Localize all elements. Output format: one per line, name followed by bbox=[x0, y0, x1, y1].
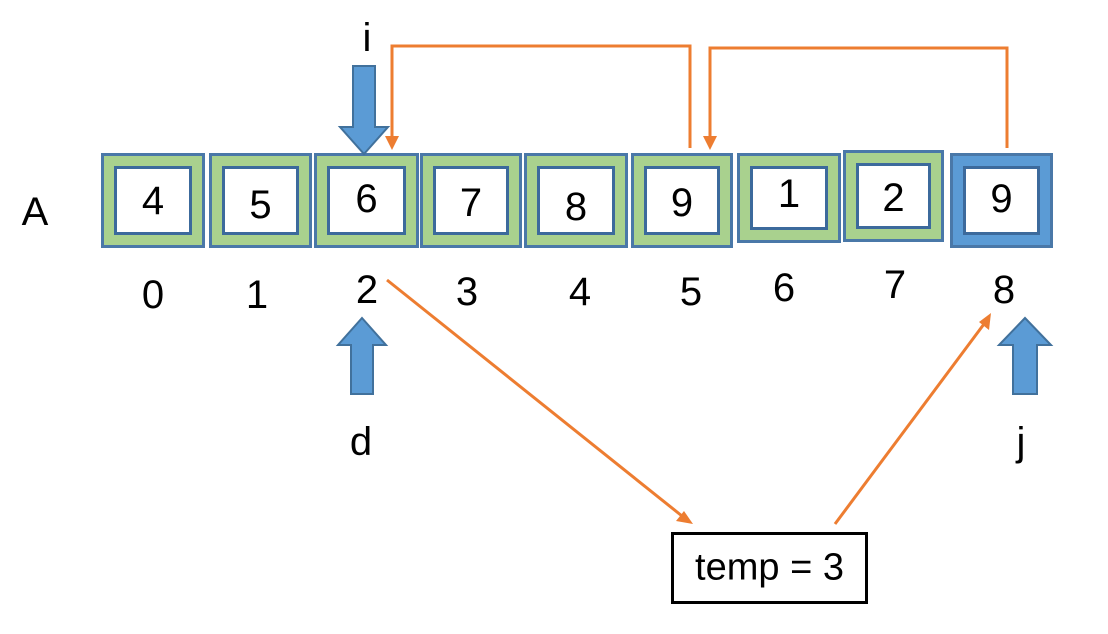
array-cell-value: 1 bbox=[777, 172, 801, 216]
index-label: 0 bbox=[141, 273, 165, 317]
index-label: 4 bbox=[568, 270, 592, 314]
index-label: 5 bbox=[679, 270, 703, 314]
arrow-from-temp bbox=[833, 323, 986, 525]
array-cell-value: 5 bbox=[249, 182, 272, 227]
array-cell-inner bbox=[644, 166, 720, 235]
arrow-to-temp-head bbox=[676, 511, 693, 524]
array-cell-inner bbox=[537, 166, 615, 235]
index-label: 8 bbox=[992, 268, 1016, 312]
shift-arrow-8-to-5 bbox=[708, 46, 1009, 148]
pointer-j-arrow bbox=[996, 316, 1054, 395]
array-cell: 7 bbox=[420, 153, 522, 248]
pointer-i-label: i bbox=[362, 16, 372, 60]
arrow-to-temp bbox=[386, 278, 683, 518]
index-label: 2 bbox=[355, 268, 379, 312]
array-cell-inner bbox=[327, 166, 406, 235]
array-cell: 9 bbox=[631, 153, 733, 248]
index-label: 1 bbox=[245, 273, 269, 317]
array-cell: 9 bbox=[950, 153, 1053, 248]
array-cell-inner bbox=[222, 166, 299, 235]
array-cell: 1 bbox=[737, 153, 841, 243]
array-cell-value: 8 bbox=[564, 184, 588, 229]
index-label: 7 bbox=[883, 263, 907, 307]
array-cell-value: 9 bbox=[670, 180, 694, 225]
array-cell-inner bbox=[856, 163, 931, 229]
pointer-d-label: d bbox=[349, 420, 373, 464]
index-label: 3 bbox=[455, 270, 479, 314]
array-cell-inner bbox=[750, 166, 828, 230]
array-cell: 8 bbox=[524, 153, 628, 248]
arrow-from-temp-head bbox=[979, 313, 991, 330]
pointer-i-arrow bbox=[337, 65, 391, 156]
pointer-d-arrow bbox=[335, 316, 389, 395]
array-cell-value: 4 bbox=[141, 178, 165, 223]
array-name-label: A bbox=[21, 190, 49, 234]
pointer-j-label: j bbox=[1016, 420, 1026, 464]
array-cell-value: 9 bbox=[990, 176, 1013, 221]
index-label: 6 bbox=[772, 266, 796, 310]
shift-arrow-5-to-2-head bbox=[385, 136, 399, 150]
array-cell-inner bbox=[963, 166, 1040, 235]
array-cell-value: 2 bbox=[882, 176, 905, 220]
temp-label: temp = 3 bbox=[695, 546, 844, 589]
array-cell: 5 bbox=[209, 153, 312, 248]
shift-arrow-5-to-2 bbox=[390, 44, 692, 148]
temp-box: temp = 3 bbox=[671, 532, 868, 604]
array-cell: 4 bbox=[101, 153, 205, 248]
array-cell-value: 7 bbox=[459, 180, 483, 225]
array-cell: 6 bbox=[314, 153, 419, 248]
shift-arrow-8-to-5-head bbox=[703, 136, 717, 150]
array-cell-inner bbox=[433, 166, 509, 235]
array-cell-value: 6 bbox=[355, 176, 378, 221]
array-cell-inner bbox=[114, 166, 192, 235]
array-cell: 2 bbox=[843, 150, 944, 242]
